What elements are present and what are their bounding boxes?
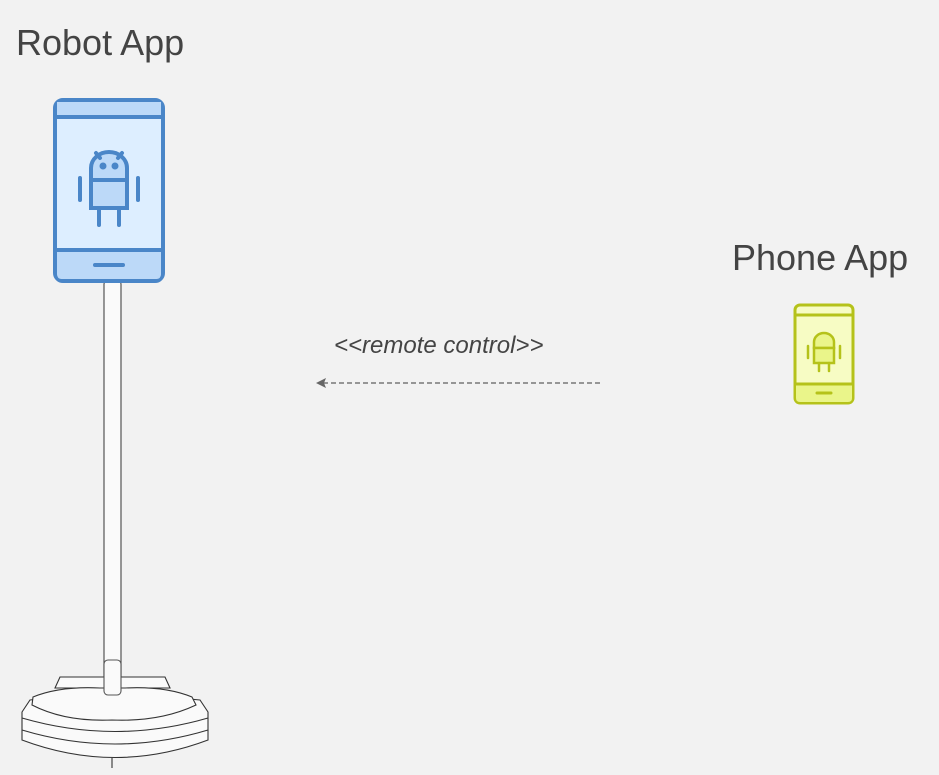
remote-control-label: <<remote control>> (334, 332, 544, 359)
robot-base (21, 659, 209, 768)
remote-control-arrow (316, 378, 600, 388)
phone-app-title: Phone App (732, 237, 909, 278)
robot-phone-icon (53, 98, 165, 283)
android-icon (78, 150, 140, 227)
phone-app-phone-icon (793, 303, 855, 405)
robot-app-title: Robot App (16, 22, 185, 63)
robot-pole (103, 279, 122, 696)
